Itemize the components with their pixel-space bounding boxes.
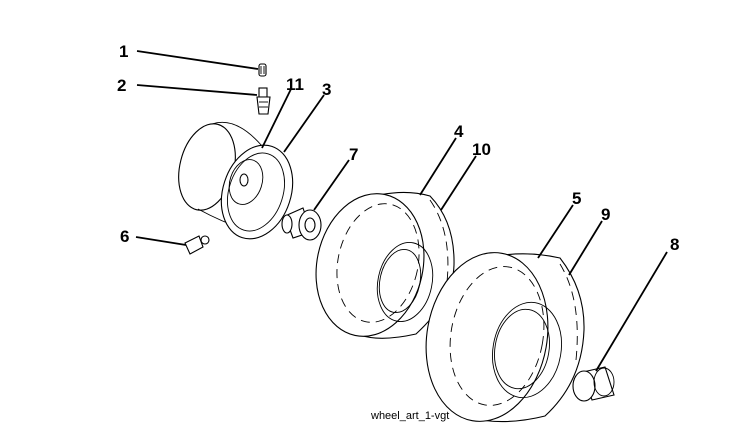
hub-cap [572,366,615,402]
callout-8: 8 [670,235,679,254]
leader-4 [419,137,457,196]
rear-tire [425,252,585,423]
callout-4: 4 [454,122,464,141]
leader-6 [135,236,187,246]
leader-3 [283,94,325,153]
callout-10: 10 [472,140,491,159]
leader-1 [136,50,259,70]
bushing [281,207,322,241]
figure-caption: wheel_art_1-vgt [370,410,449,422]
callout-5: 5 [572,189,581,208]
leader-9 [568,220,603,276]
leader-lines [135,50,668,372]
callout-6: 6 [120,227,129,246]
callout-9: 9 [601,205,610,224]
callout-3: 3 [322,80,331,99]
valve-stem [256,87,271,115]
callout-7: 7 [349,145,358,164]
callout-1: 1 [119,42,128,61]
leader-2 [136,84,258,96]
valve-cap [258,63,267,77]
leader-5 [537,204,574,259]
leader-10 [440,155,477,211]
leader-7 [313,159,350,211]
callouts: 1 2 11 3 7 6 4 10 5 9 8 [117,42,679,254]
grease-fitting [184,235,210,255]
callout-2: 2 [117,76,126,95]
leader-8 [595,251,668,372]
rim [178,121,294,240]
leader-11 [261,88,292,149]
callout-11: 11 [286,75,304,94]
front-tire [315,191,455,339]
